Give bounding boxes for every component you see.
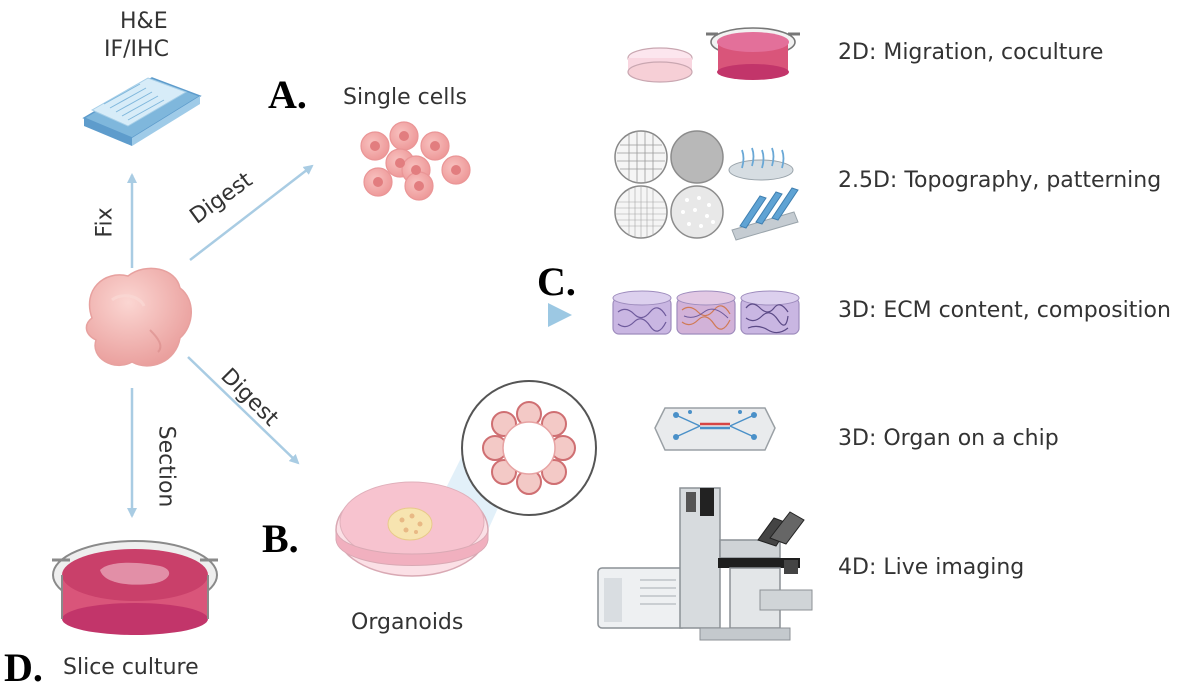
organoid-dish-icon: [335, 450, 515, 577]
slice-culture-icon: [52, 540, 218, 635]
substrate-fine-grid-icon: [614, 185, 668, 239]
digest-arrow-bottom: [187, 356, 300, 465]
ifihc-label: IF/IHC: [104, 37, 169, 62]
panel-b-label: B.: [262, 516, 299, 561]
fix-label: Fix: [92, 207, 118, 238]
substrate-dots-icon: [670, 185, 724, 239]
transwell-2d-icon: [706, 27, 800, 80]
he-label: H&E: [120, 9, 168, 34]
single-cells-label: Single cells: [343, 85, 467, 110]
organoids-label: Organoids: [351, 610, 464, 635]
model-25d-label: 2.5D: Topography, patterning: [838, 168, 1162, 193]
digest-arrow-top: [189, 164, 314, 261]
panel-a-label: A.: [268, 72, 307, 117]
substrate-solid-icon: [670, 130, 724, 184]
panel-c-label: C.: [537, 259, 576, 304]
model-3d-chip-label: 3D: Organ on a chip: [838, 426, 1059, 451]
panel-d-label: D.: [4, 645, 43, 690]
histology-slide-icon: [82, 77, 202, 146]
tissue-icon: [85, 267, 192, 367]
organoid-zoom-icon: [461, 380, 597, 516]
slice-culture-label: Slice culture: [63, 655, 199, 680]
section-label: Section: [153, 425, 179, 508]
substrate-grid-icon: [614, 130, 668, 184]
microscope-icon: [597, 487, 813, 641]
ecm-gel-icon-3: [740, 290, 800, 335]
substrate-ridges-icon: [731, 187, 799, 241]
model-2d-label: 2D: Migration, coculture: [838, 40, 1104, 65]
ecm-gel-icon-1: [612, 290, 672, 335]
model-3d-ecm-label: 3D: ECM content, composition: [838, 298, 1171, 323]
organ-chip-icon: [654, 407, 776, 451]
substrate-fibers-icon: [728, 147, 794, 181]
single-cells-icon: [360, 121, 471, 201]
model-4d-label: 4D: Live imaging: [838, 555, 1025, 580]
dish-2d-icon: [627, 47, 693, 83]
ecm-gel-icon-2: [676, 290, 736, 335]
culture-arrow: [395, 303, 572, 327]
